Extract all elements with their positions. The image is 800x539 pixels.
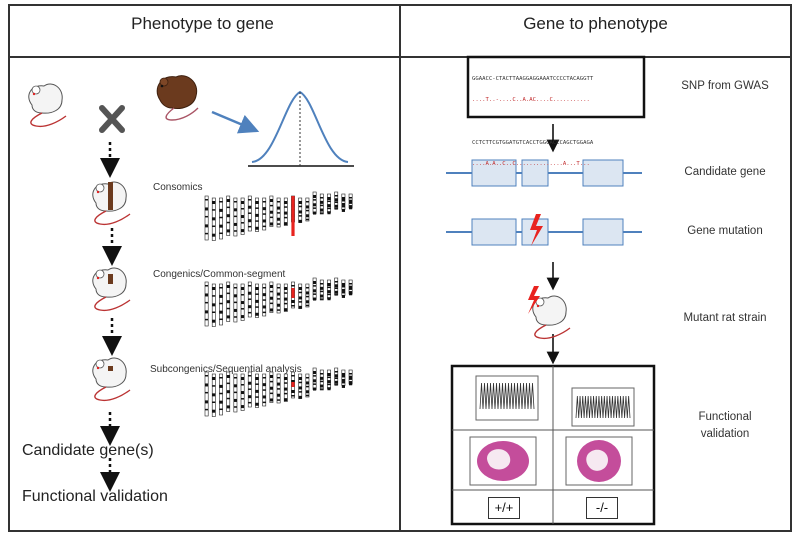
karyotype-subcongenics [204, 367, 353, 417]
panel-divider [399, 6, 401, 530]
mutant-rat-icon [528, 286, 571, 340]
white-rat-icon [28, 83, 67, 128]
phenotype-distribution-curve [248, 90, 354, 167]
consomics-label: Consomics [153, 182, 203, 193]
genotype-knockout-label: -/- [586, 497, 618, 519]
right-panel-title: Gene to phenotype [523, 14, 668, 33]
mutant-strain-label: Mutant rat strain [683, 312, 767, 324]
snp-variants-1: ....T..-....C..A.AC....C........... [472, 97, 590, 103]
congenic-rat-icon [92, 267, 131, 312]
snp-gwas-label: SNP from GWAS [681, 80, 769, 92]
candidate-gene-structure [446, 159, 642, 187]
heart-histology-knockout [565, 436, 633, 486]
congenics-label: Congenics/Common-segment [153, 269, 286, 280]
snp-sequence-1: GGAACC-CTACTTAAGGAGGAAATCCCCTACAGGTT [472, 76, 594, 82]
karyotype-consomics [204, 191, 353, 241]
snp-sequences: GGAACC-CTACTTAAGGAGGAAATCCCCTACAGGTT ...… [472, 62, 593, 175]
right-functional-label-line2: validation [700, 428, 750, 440]
candidate-genes-label: Candidate gene(s) [22, 442, 154, 459]
left-panel-title: Phenotype to gene [131, 14, 274, 33]
karyotype-congenics [204, 277, 353, 327]
brown-rat-icon [156, 75, 199, 121]
figure-frame [8, 4, 792, 532]
heart-histology-wildtype [469, 436, 537, 486]
subcongenic-rat-icon [92, 357, 131, 402]
gene-mutation-label: Gene mutation [687, 225, 763, 237]
ecg-trace-knockout [571, 387, 635, 427]
snp-box [466, 55, 646, 119]
mutated-gene-structure [446, 214, 642, 246]
snp-variants-2: ....A.A..C..C..............A...T... [472, 161, 590, 167]
distribution-arrow [211, 110, 260, 134]
ecg-trace-wildtype [475, 375, 539, 421]
subcongenics-label: Subcongenics/Sequential analysis [150, 364, 302, 375]
cross-icon [99, 105, 125, 133]
genotype-wildtype-label: +/+ [488, 497, 520, 519]
candidate-gene-label: Candidate gene [684, 166, 766, 178]
left-functional-validation-label: Functional validation [22, 488, 168, 505]
snp-sequence-2: CCTCTTCGTGGATGTCACCTGGCACCCAGCTGGAGA [472, 140, 594, 146]
consomic-rat-icon [92, 181, 131, 226]
left-flow-arrows [100, 142, 122, 492]
right-functional-label-line1: Functional [698, 411, 752, 423]
mutation-lightning-icon [530, 214, 543, 246]
